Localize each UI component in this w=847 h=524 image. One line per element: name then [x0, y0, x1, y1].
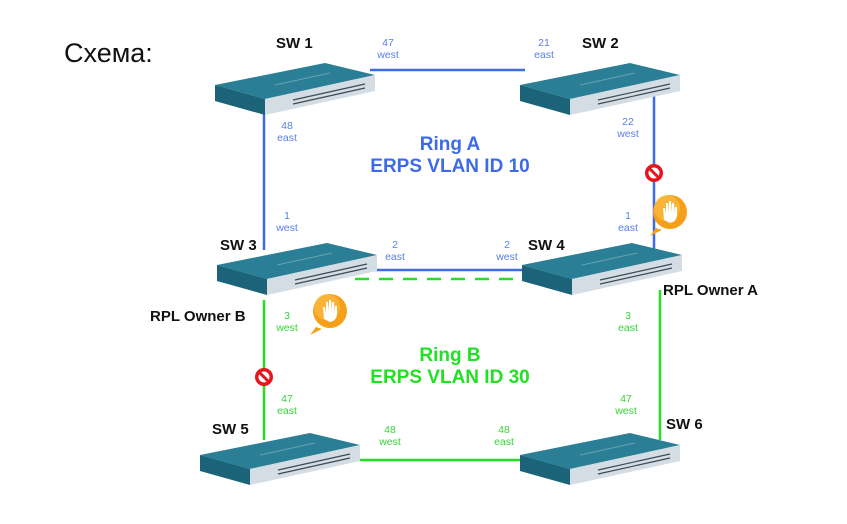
port-number: 3 [284, 310, 290, 322]
port-direction: east [534, 49, 554, 61]
rpl-owner-b-label: RPL Owner B [150, 308, 246, 325]
port-direction: west [496, 251, 518, 263]
port-number: 48 [498, 424, 510, 436]
port-direction: west [276, 222, 298, 234]
port-direction: east [385, 251, 405, 263]
stop-hand-icon [310, 294, 347, 335]
port-number: 21 [538, 37, 550, 49]
port-direction: west [617, 128, 639, 140]
port-direction: west [379, 436, 401, 448]
port-direction: east [277, 132, 297, 144]
switch-label-sw2: SW 2 [582, 35, 619, 52]
rpl-owner-a-label: RPL Owner A [663, 282, 759, 299]
switch-label-sw4: SW 4 [528, 237, 565, 254]
port-direction: east [618, 222, 638, 234]
switch-sw2[interactable] [519, 62, 681, 116]
port-number: 2 [504, 239, 510, 251]
ring-b-name: Ring B [419, 345, 481, 366]
page-title: Схема: [64, 38, 153, 68]
port-direction: east [277, 405, 297, 417]
switch-label-sw1: SW 1 [276, 35, 313, 52]
ring-b-vlan: ERPS VLAN ID 30 [370, 367, 530, 388]
switch-sw1[interactable] [214, 62, 376, 116]
ring-a-title: Ring A ERPS VLAN ID 10 [320, 134, 580, 178]
port-direction: west [615, 405, 637, 417]
port-number: 47 [382, 37, 394, 49]
stop-hand-icon [650, 195, 687, 236]
switch-label-sw5: SW 5 [212, 421, 249, 438]
port-number: 22 [622, 116, 634, 128]
port-number: 2 [392, 239, 398, 251]
ring-a-vlan: ERPS VLAN ID 10 [370, 156, 530, 177]
port-direction: west [276, 322, 298, 334]
port-number: 1 [625, 210, 631, 222]
port-number: 47 [281, 393, 293, 405]
switch-sw6[interactable] [519, 432, 681, 486]
switch-label-sw3: SW 3 [220, 237, 257, 254]
port-number: 47 [620, 393, 632, 405]
switch-sw5[interactable] [199, 432, 361, 486]
port-direction: west [377, 49, 399, 61]
ring-a-name: Ring A [419, 134, 481, 155]
switch-label-sw6: SW 6 [666, 416, 703, 433]
ring-b-title: Ring B ERPS VLAN ID 30 [320, 345, 580, 389]
port-number: 48 [384, 424, 396, 436]
port-direction: east [618, 322, 638, 334]
port-number: 3 [625, 310, 631, 322]
port-number: 1 [284, 210, 290, 222]
block-icon [643, 162, 665, 184]
port-direction: east [494, 436, 514, 448]
port-number: 48 [281, 120, 293, 132]
block-icon [253, 366, 275, 388]
